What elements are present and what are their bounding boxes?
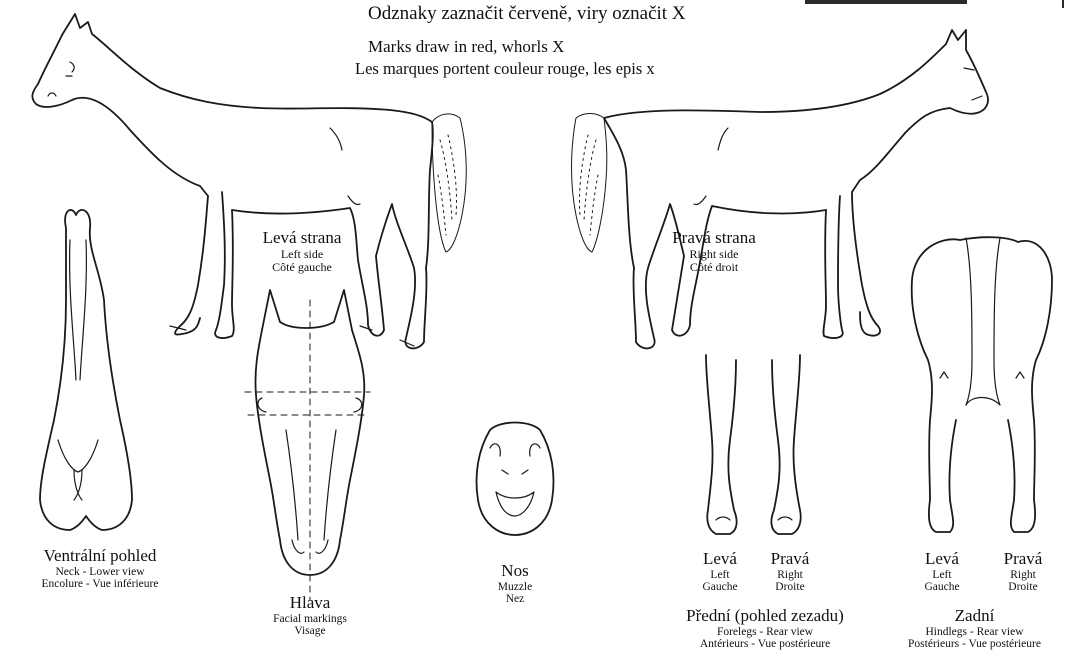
- forelegs-title-fr: Antérieurs - Vue postérieure: [650, 638, 880, 651]
- forelegs-right-label: Pravá Right Droite: [755, 550, 825, 594]
- hindlegs-title: Zadní Hindlegs - Rear view Postérieurs -…: [872, 607, 1077, 651]
- hindlegs-title-en: Hindlegs - Rear view: [872, 626, 1077, 639]
- forelegs-title: Přední (pohled zezadu) Forelegs - Rear v…: [650, 607, 880, 651]
- ventral-title-en: Neck - Lower view: [10, 566, 190, 579]
- hindlegs-title-cs: Zadní: [872, 607, 1077, 626]
- forelegs-left-fr: Gauche: [690, 581, 750, 594]
- ventral-title-fr: Encolure - Vue inférieure: [10, 578, 190, 591]
- header-redaction-mark: [805, 0, 967, 4]
- header-line-fr: Les marques portent couleur rouge, les e…: [355, 61, 655, 78]
- muzzle-title-cs: Nos: [470, 562, 560, 581]
- hindlegs-right-cs: Pravá: [988, 550, 1058, 569]
- forelegs-left-en: Left: [690, 569, 750, 582]
- hindlegs-right-en: Right: [988, 569, 1058, 582]
- forelegs-left-cs: Levá: [690, 550, 750, 569]
- forelegs-right-en: Right: [755, 569, 825, 582]
- forelegs-right-cs: Pravá: [755, 550, 825, 569]
- muzzle-outline: [477, 423, 554, 536]
- muzzle-title-en: Muzzle: [470, 581, 560, 594]
- header-line-cs: Odznaky zaznačit červeně, viry označit X: [368, 4, 686, 23]
- header-line-en: Marks draw in red, whorls X: [368, 38, 564, 55]
- hindlegs-left-en: Left: [912, 569, 972, 582]
- hindlegs-left-cs: Levá: [912, 550, 972, 569]
- left-side-title-cs: Levá strana: [242, 229, 362, 248]
- right-side-title-en: Right side: [654, 248, 774, 261]
- hindlegs-title-fr: Postérieurs - Vue postérieure: [872, 638, 1077, 651]
- ventral-neck-outline: [40, 210, 132, 530]
- head-title-fr: Visage: [250, 625, 370, 638]
- left-side-title-fr: Côté gauche: [242, 261, 362, 274]
- hindlegs-rear-outline: [912, 237, 1052, 532]
- forelegs-title-en: Forelegs - Rear view: [650, 626, 880, 639]
- right-side-label: Pravá strana Right side Côté droit: [654, 229, 774, 274]
- header-right-tick: [1062, 0, 1064, 8]
- hindlegs-left-label: Levá Left Gauche: [912, 550, 972, 594]
- hindlegs-right-label: Pravá Right Droite: [988, 550, 1058, 594]
- forelegs-left-label: Levá Left Gauche: [690, 550, 750, 594]
- ventral-view-label: Ventrální pohled Neck - Lower view Encol…: [10, 547, 190, 591]
- left-side-title-en: Left side: [242, 248, 362, 261]
- head-label: Hlava Facial markings Visage: [250, 594, 370, 638]
- muzzle-label: Nos Muzzle Nez: [470, 562, 560, 606]
- head-title-en: Facial markings: [250, 613, 370, 626]
- hindlegs-right-fr: Droite: [988, 581, 1058, 594]
- head-front-outline: [245, 290, 370, 600]
- forelegs-title-cs: Přední (pohled zezadu): [650, 607, 880, 626]
- ventral-title-cs: Ventrální pohled: [10, 547, 190, 566]
- hindlegs-left-fr: Gauche: [912, 581, 972, 594]
- right-side-title-cs: Pravá strana: [654, 229, 774, 248]
- left-side-label: Levá strana Left side Côté gauche: [242, 229, 362, 274]
- forelegs-right-fr: Droite: [755, 581, 825, 594]
- head-title-cs: Hlava: [250, 594, 370, 613]
- forelegs-rear-outline: [706, 355, 801, 534]
- right-side-title-fr: Côté droit: [654, 261, 774, 274]
- muzzle-title-fr: Nez: [470, 593, 560, 606]
